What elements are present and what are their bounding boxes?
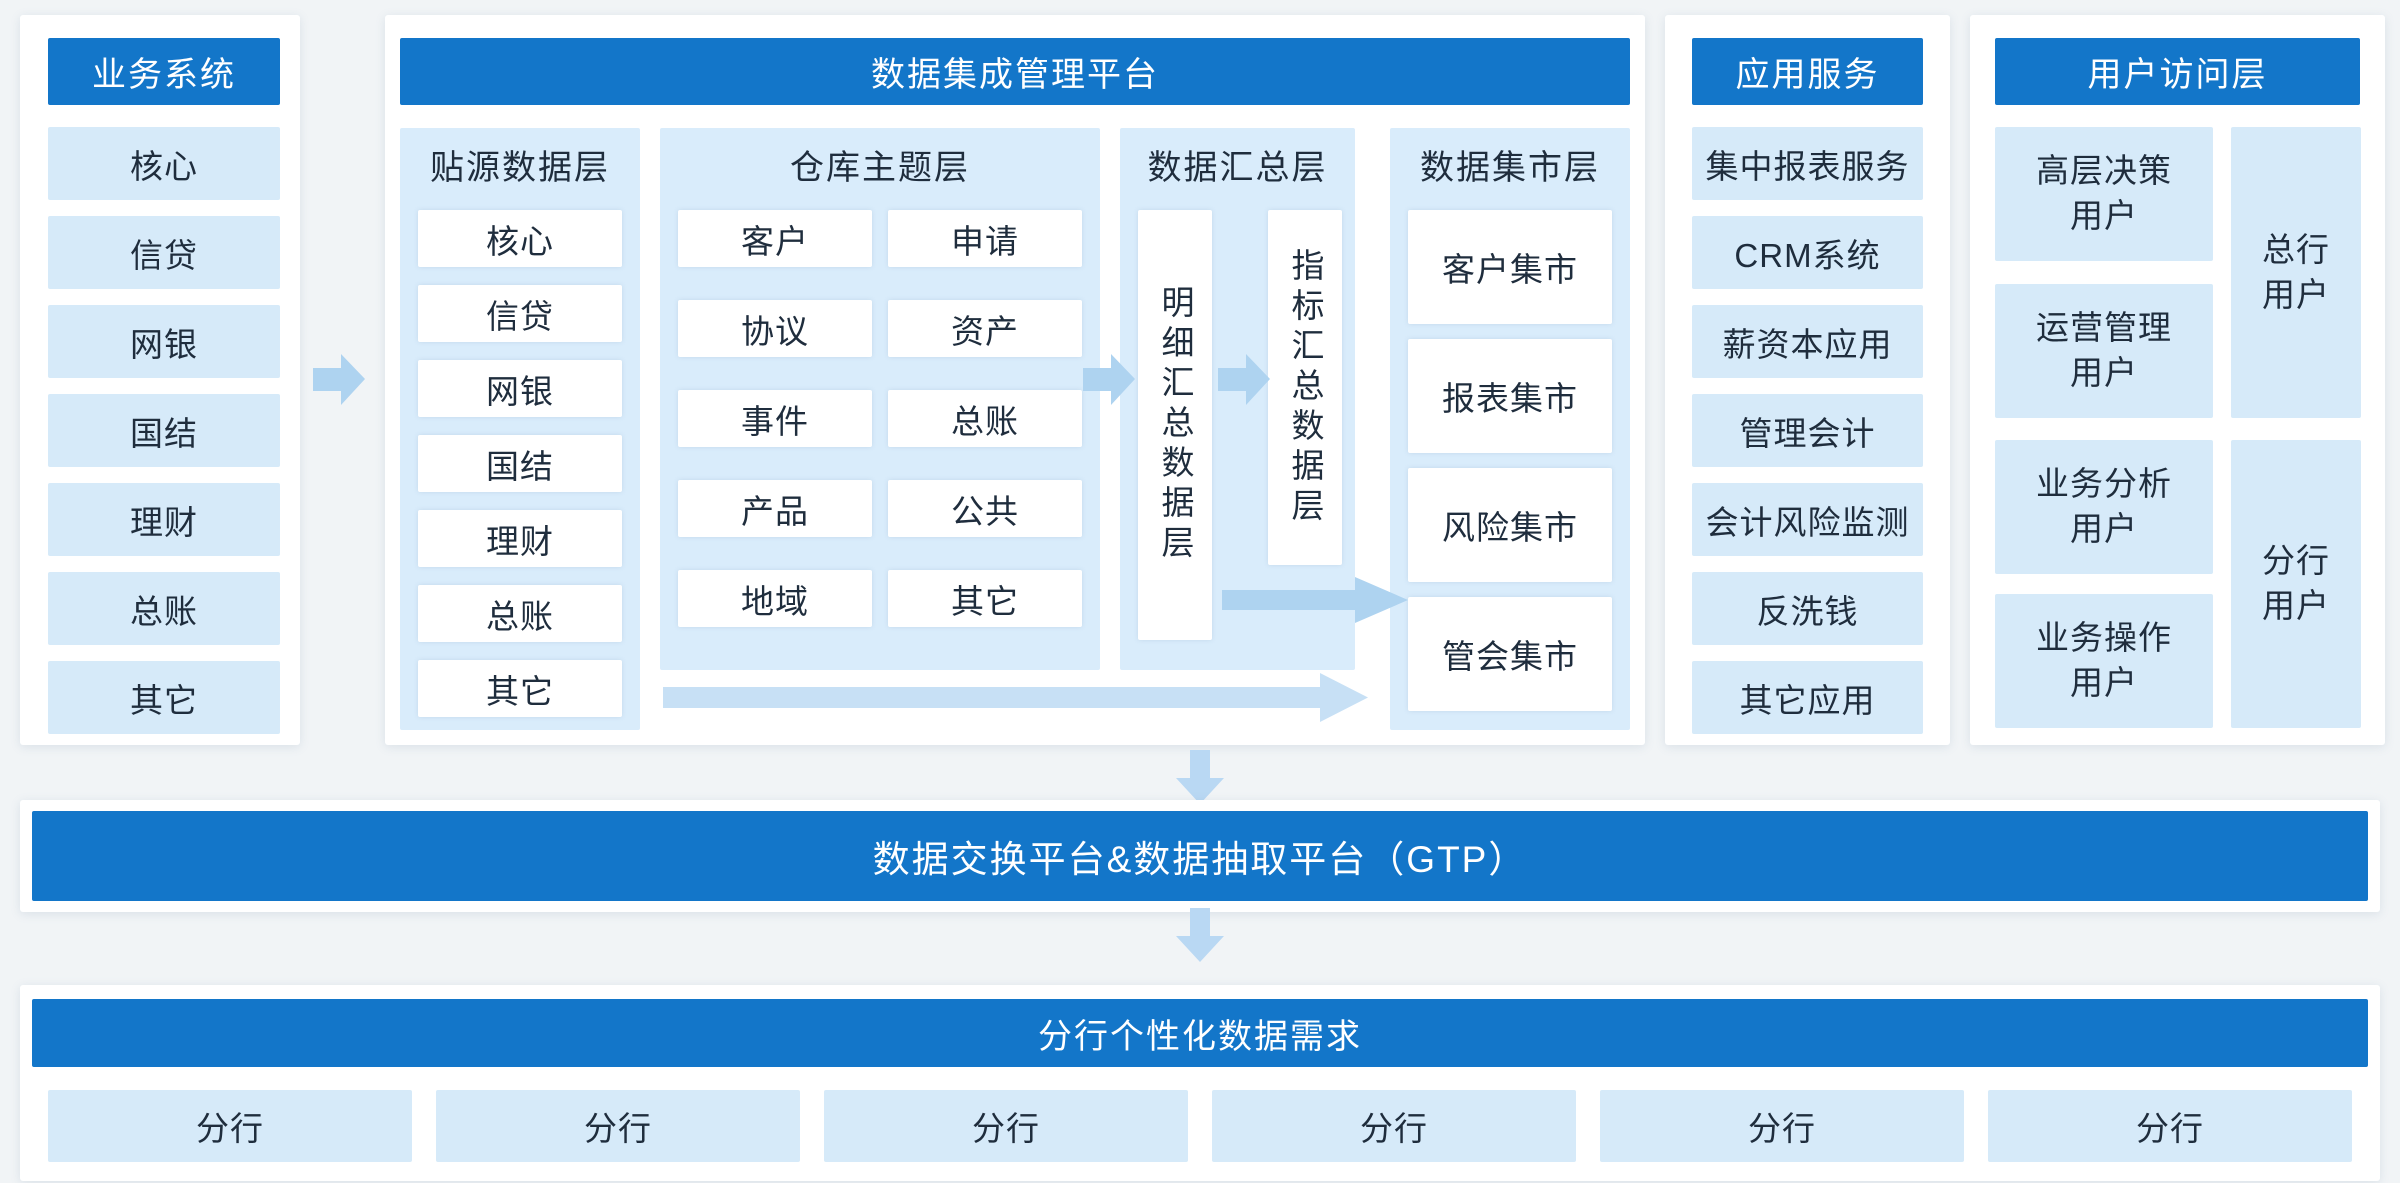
- summary-layer-title: 数据汇总层: [1147, 149, 1328, 187]
- business-system-item: 理财: [48, 483, 280, 556]
- mart-item: 客户集市: [1408, 210, 1612, 324]
- app-service-item: 集中报表服务: [1692, 127, 1923, 200]
- platform-header: 数据集成管理平台: [400, 38, 1630, 105]
- flow-arrow-right-icon: [1083, 354, 1135, 405]
- org-group-item: 总行 用户: [2231, 127, 2361, 418]
- user-group-item: 业务操作 用户: [1995, 594, 2213, 728]
- warehouse-layer-panel: 仓库主题层 客户 申请 协议 资产 事件 总账 产品 公共 地域 其它: [660, 128, 1100, 670]
- flow-arrow-right-icon: [1222, 577, 1408, 623]
- app-services-header: 应用服务: [1692, 38, 1923, 105]
- summary-layer-panel: 数据汇总层 明细汇总数据层 指标汇总数据层: [1120, 128, 1355, 670]
- warehouse-item: 资产: [888, 300, 1082, 357]
- user-group-item: 业务分析 用户: [1995, 440, 2213, 574]
- branch-requirements-panel: 分行个性化数据需求 分行 分行 分行 分行 分行 分行: [20, 985, 2380, 1181]
- warehouse-layer-title: 仓库主题层: [790, 149, 970, 187]
- app-service-item: CRM系统: [1692, 216, 1923, 289]
- gtp-platform-bar: 数据交换平台&数据抽取平台（GTP）: [32, 811, 2368, 901]
- user-group-item: 高层决策 用户: [1995, 127, 2213, 261]
- mart-item: 管会集市: [1408, 597, 1612, 711]
- warehouse-item: 总账: [888, 390, 1082, 447]
- source-layer-panel: 贴源数据层 核心 信贷 网银 国结 理财 总账 其它: [400, 128, 640, 730]
- source-item: 网银: [418, 360, 622, 417]
- app-service-item: 管理会计: [1692, 394, 1923, 467]
- branch-item: 分行: [1988, 1090, 2352, 1162]
- business-systems-header: 业务系统: [48, 38, 280, 105]
- warehouse-item: 公共: [888, 480, 1082, 537]
- app-service-item: 反洗钱: [1692, 572, 1923, 645]
- source-item: 总账: [418, 585, 622, 642]
- branch-item: 分行: [824, 1090, 1188, 1162]
- business-systems-panel: 业务系统 核心 信贷 网银 国结 理财 总账 其它: [20, 15, 300, 745]
- app-service-item: 其它应用: [1692, 661, 1923, 734]
- app-service-item: 会计风险监测: [1692, 483, 1923, 556]
- mart-item: 风险集市: [1408, 468, 1612, 582]
- branch-item: 分行: [436, 1090, 800, 1162]
- source-layer-title: 贴源数据层: [430, 149, 610, 187]
- user-access-panel: 用户访问层 高层决策 用户 运营管理 用户 业务分析 用户 业务操作 用户 总行…: [1970, 15, 2385, 745]
- warehouse-item: 事件: [678, 390, 872, 447]
- org-group-item: 分行 用户: [2231, 440, 2361, 728]
- app-services-panel: 应用服务 集中报表服务 CRM系统 薪资本应用 管理会计 会计风险监测 反洗钱 …: [1665, 15, 1950, 745]
- business-system-item: 核心: [48, 127, 280, 200]
- business-system-item: 国结: [48, 394, 280, 467]
- indicator-summary-box: 指标汇总数据层: [1268, 210, 1342, 565]
- business-system-item: 网银: [48, 305, 280, 378]
- business-system-item: 总账: [48, 572, 280, 645]
- branch-item: 分行: [48, 1090, 412, 1162]
- flow-arrow-down-icon: [1176, 750, 1224, 804]
- detail-summary-box: 明细汇总数据层: [1138, 210, 1212, 640]
- flow-arrow-right-long-icon: [663, 673, 1368, 722]
- mart-item: 报表集市: [1408, 339, 1612, 453]
- gtp-platform-panel: 数据交换平台&数据抽取平台（GTP）: [20, 800, 2380, 912]
- warehouse-item: 其它: [888, 570, 1082, 627]
- source-item: 核心: [418, 210, 622, 267]
- business-system-item: 信贷: [48, 216, 280, 289]
- flow-arrow-right-icon: [313, 354, 365, 405]
- warehouse-item: 申请: [888, 210, 1082, 267]
- warehouse-item: 客户: [678, 210, 872, 267]
- user-access-header: 用户访问层: [1995, 38, 2360, 105]
- source-item: 信贷: [418, 285, 622, 342]
- source-item: 其它: [418, 660, 622, 717]
- mart-layer-title: 数据集市层: [1420, 149, 1600, 187]
- branch-requirements-header: 分行个性化数据需求: [32, 999, 2368, 1067]
- source-item: 国结: [418, 435, 622, 492]
- source-item: 理财: [418, 510, 622, 567]
- business-system-item: 其它: [48, 661, 280, 734]
- warehouse-item: 协议: [678, 300, 872, 357]
- app-service-item: 薪资本应用: [1692, 305, 1923, 378]
- mart-layer-panel: 数据集市层 客户集市 报表集市 风险集市 管会集市: [1390, 128, 1630, 730]
- warehouse-item: 地域: [678, 570, 872, 627]
- branch-item: 分行: [1600, 1090, 1964, 1162]
- flow-arrow-down-icon: [1176, 908, 1224, 962]
- warehouse-item: 产品: [678, 480, 872, 537]
- user-group-item: 运营管理 用户: [1995, 284, 2213, 418]
- data-integration-platform-panel: 数据集成管理平台 贴源数据层 核心 信贷 网银 国结 理财 总账 其它 仓库主题…: [385, 15, 1645, 745]
- flow-arrow-right-icon: [1218, 354, 1270, 405]
- branch-item: 分行: [1212, 1090, 1576, 1162]
